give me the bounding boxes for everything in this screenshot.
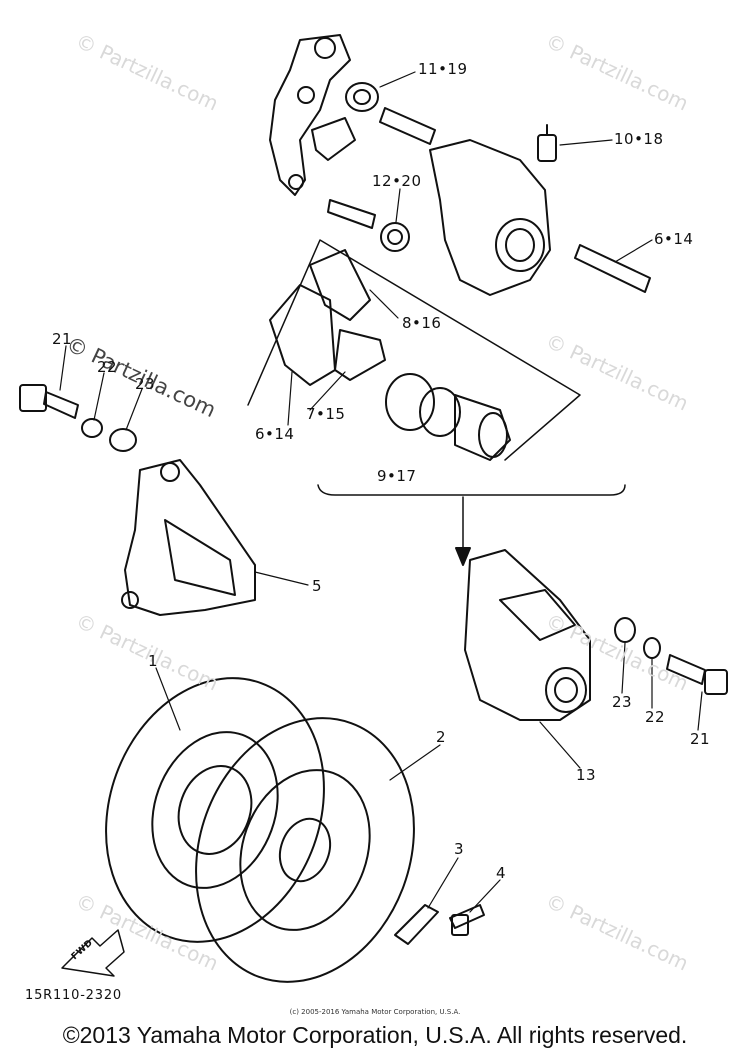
pads-group-box xyxy=(247,239,581,461)
callout-10-18: 10•18 xyxy=(614,130,664,148)
bolt-21-right xyxy=(666,654,728,695)
callout-23-right: 23 xyxy=(612,693,633,711)
washer-23-right xyxy=(614,617,636,643)
boot-12-20 xyxy=(380,222,410,252)
callout-12-20: 12•20 xyxy=(372,172,422,190)
callout-6-14-left: 6•14 xyxy=(255,425,295,443)
callout-21-right: 21 xyxy=(690,730,711,748)
brake-pads xyxy=(269,249,386,386)
boot-11-19 xyxy=(345,82,379,112)
callout-22-right: 22 xyxy=(645,708,666,726)
diagram-code: 15R110-2320 xyxy=(25,988,122,1003)
callout-7-15: 7•15 xyxy=(306,405,346,423)
fwd-arrow xyxy=(61,929,125,977)
washer-22-left xyxy=(81,418,103,438)
pad-spring xyxy=(311,117,356,161)
bolt-4 xyxy=(449,904,485,936)
bolt-21-left xyxy=(19,384,79,419)
callout-8-16: 8•16 xyxy=(402,314,442,332)
piston-seals xyxy=(385,373,511,461)
callout-6-14-right: 6•14 xyxy=(654,230,694,248)
brake-disc-2 xyxy=(195,717,415,983)
callout-13: 13 xyxy=(576,766,597,784)
leader-lines xyxy=(59,71,703,913)
small-copyright: (c) 2005-2016 Yamaha Motor Corporation, … xyxy=(289,1008,461,1016)
caliper-13 xyxy=(464,549,591,721)
group-bracket xyxy=(317,484,626,496)
callout-3: 3 xyxy=(454,840,465,858)
callout-5: 5 xyxy=(312,577,323,595)
footer-copyright: ©2013 Yamaha Motor Corporation, U.S.A. A… xyxy=(62,1022,688,1048)
callout-22-left: 22 xyxy=(97,358,118,376)
bleed-screw xyxy=(537,124,557,162)
callout-21-left: 21 xyxy=(52,330,73,348)
slide-pin-left xyxy=(327,199,376,229)
washer-23-left xyxy=(109,428,137,452)
lock-plate-3 xyxy=(394,904,439,945)
pin-6-14-right xyxy=(574,244,651,293)
caliper-bracket-top xyxy=(269,34,351,196)
callout-2: 2 xyxy=(436,728,447,746)
caliper-5 xyxy=(121,459,256,616)
callout-4: 4 xyxy=(496,864,507,882)
callout-1: 1 xyxy=(148,652,159,670)
brake-disc-1 xyxy=(105,677,325,943)
callout-23-left: 23 xyxy=(135,375,156,393)
slide-pin-upper xyxy=(379,107,436,145)
caliper-body-upper xyxy=(429,139,551,296)
callout-9-17: 9•17 xyxy=(377,467,417,485)
callout-11-19: 11•19 xyxy=(418,60,468,78)
